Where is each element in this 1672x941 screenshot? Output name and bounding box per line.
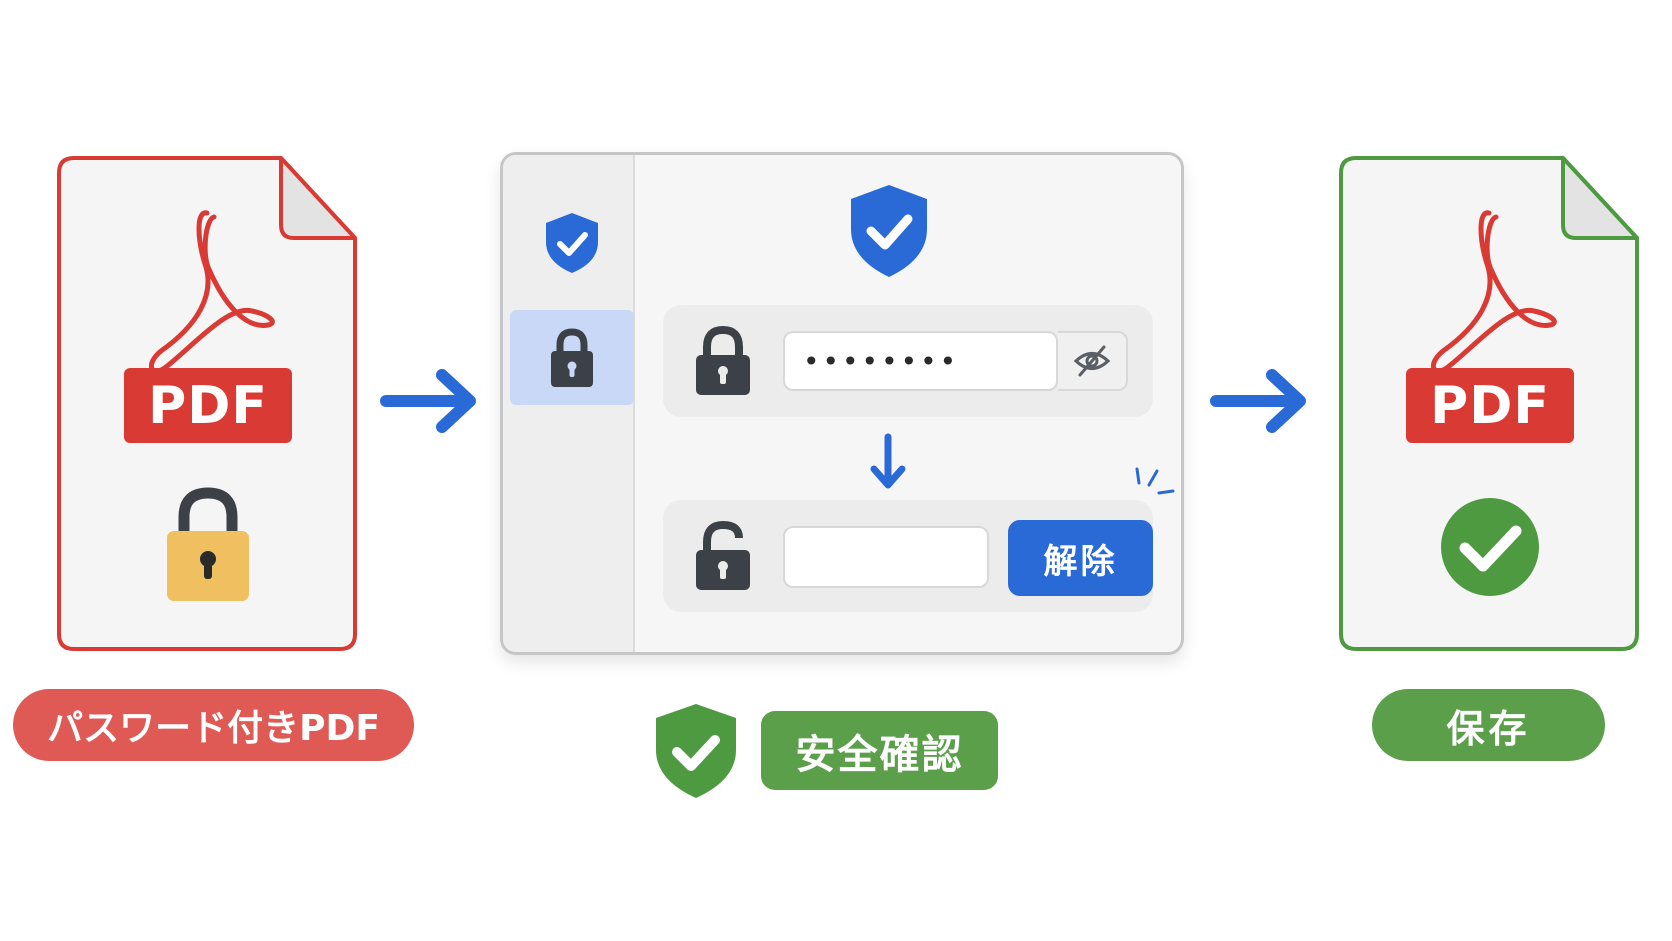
verify-caption: 安全確認 [761,711,998,790]
unlock-dialog-window: •••••••• 解除 [500,152,1184,655]
shield-check-icon [656,704,736,798]
pdf-badge: PDF [124,368,292,443]
toggle-visibility-button[interactable] [1058,331,1128,391]
sparkle-icon [1135,467,1175,495]
arrow-right-icon [1210,369,1306,433]
unlock-button[interactable]: 解除 [1008,520,1153,596]
sidebar-item-lock[interactable] [510,310,634,405]
shield-check-icon [546,212,598,273]
arrow-down-icon [870,433,906,489]
lock-icon [696,325,750,395]
acrobat-logo-icon [148,210,275,374]
shield-check-icon [851,185,927,277]
pdf-badge: PDF [1406,368,1574,443]
input-pdf-document: PDF [56,155,358,652]
output-pdf-document: PDF [1338,155,1640,652]
password-input[interactable]: •••••••• [783,331,1058,391]
padlock-icon [167,487,249,601]
unlock-row: 解除 [663,500,1153,612]
output-name-input[interactable] [783,526,989,588]
input-caption: パスワード付きPDF [13,689,414,761]
output-caption: 保存 [1372,689,1605,761]
check-circle-icon [1441,498,1539,596]
sidebar-item-security[interactable] [510,195,634,290]
sidebar [503,155,635,652]
lock-icon [551,327,593,387]
unlock-icon [696,520,750,590]
password-row: •••••••• [663,305,1153,417]
arrow-right-icon [380,369,476,433]
acrobat-logo-icon [1430,210,1557,374]
eye-off-icon [1073,345,1111,377]
